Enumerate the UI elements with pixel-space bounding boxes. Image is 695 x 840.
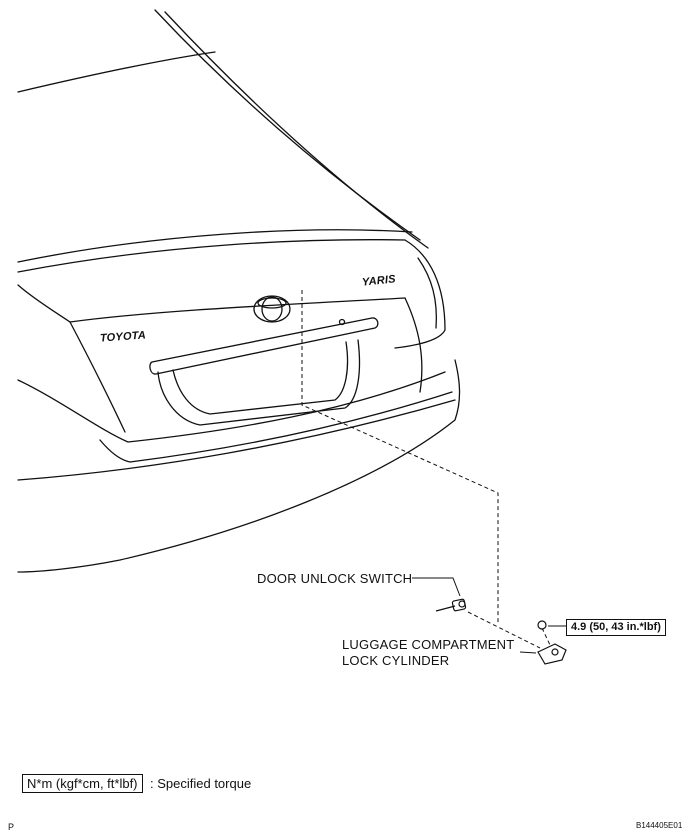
bumper-top: [17, 371, 446, 443]
leader-dashed: [301, 290, 499, 625]
legend-units-box: N*m (kgf*cm, ft*lbf): [22, 774, 143, 793]
trunk-lid-edge: [17, 284, 71, 323]
rear-window-frame: [164, 11, 429, 249]
garnish-strip: [149, 317, 379, 375]
roof-line: [17, 51, 216, 93]
bolt-part: [537, 620, 547, 630]
figure-code: B144405E01: [636, 821, 683, 830]
luggage-compartment-label: LUGGAGE COMPARTMENT: [342, 637, 515, 652]
license-recess: [157, 339, 361, 426]
lock-cylinder-part: [537, 643, 567, 665]
rear-window-edge: [154, 9, 421, 241]
trunk-lid-top: [17, 229, 413, 263]
door-unlock-switch-part: [435, 598, 467, 612]
tail-light-right: [394, 239, 446, 349]
trunk-lid-crease: [17, 239, 406, 273]
bumper-body: [17, 399, 456, 481]
door-unlock-switch-label: DOOR UNLOCK SWITCH: [257, 571, 413, 586]
torque-spec-box: 4.9 (50, 43 in.*lbf): [566, 619, 666, 636]
lock-cylinder-label: LOCK CYLINDER: [342, 653, 450, 668]
legend-description: : Specified torque: [150, 776, 252, 791]
toyota-emblem: [253, 295, 291, 323]
page-mark: P: [8, 822, 15, 832]
badge-left: TOYOTA: [99, 329, 147, 345]
